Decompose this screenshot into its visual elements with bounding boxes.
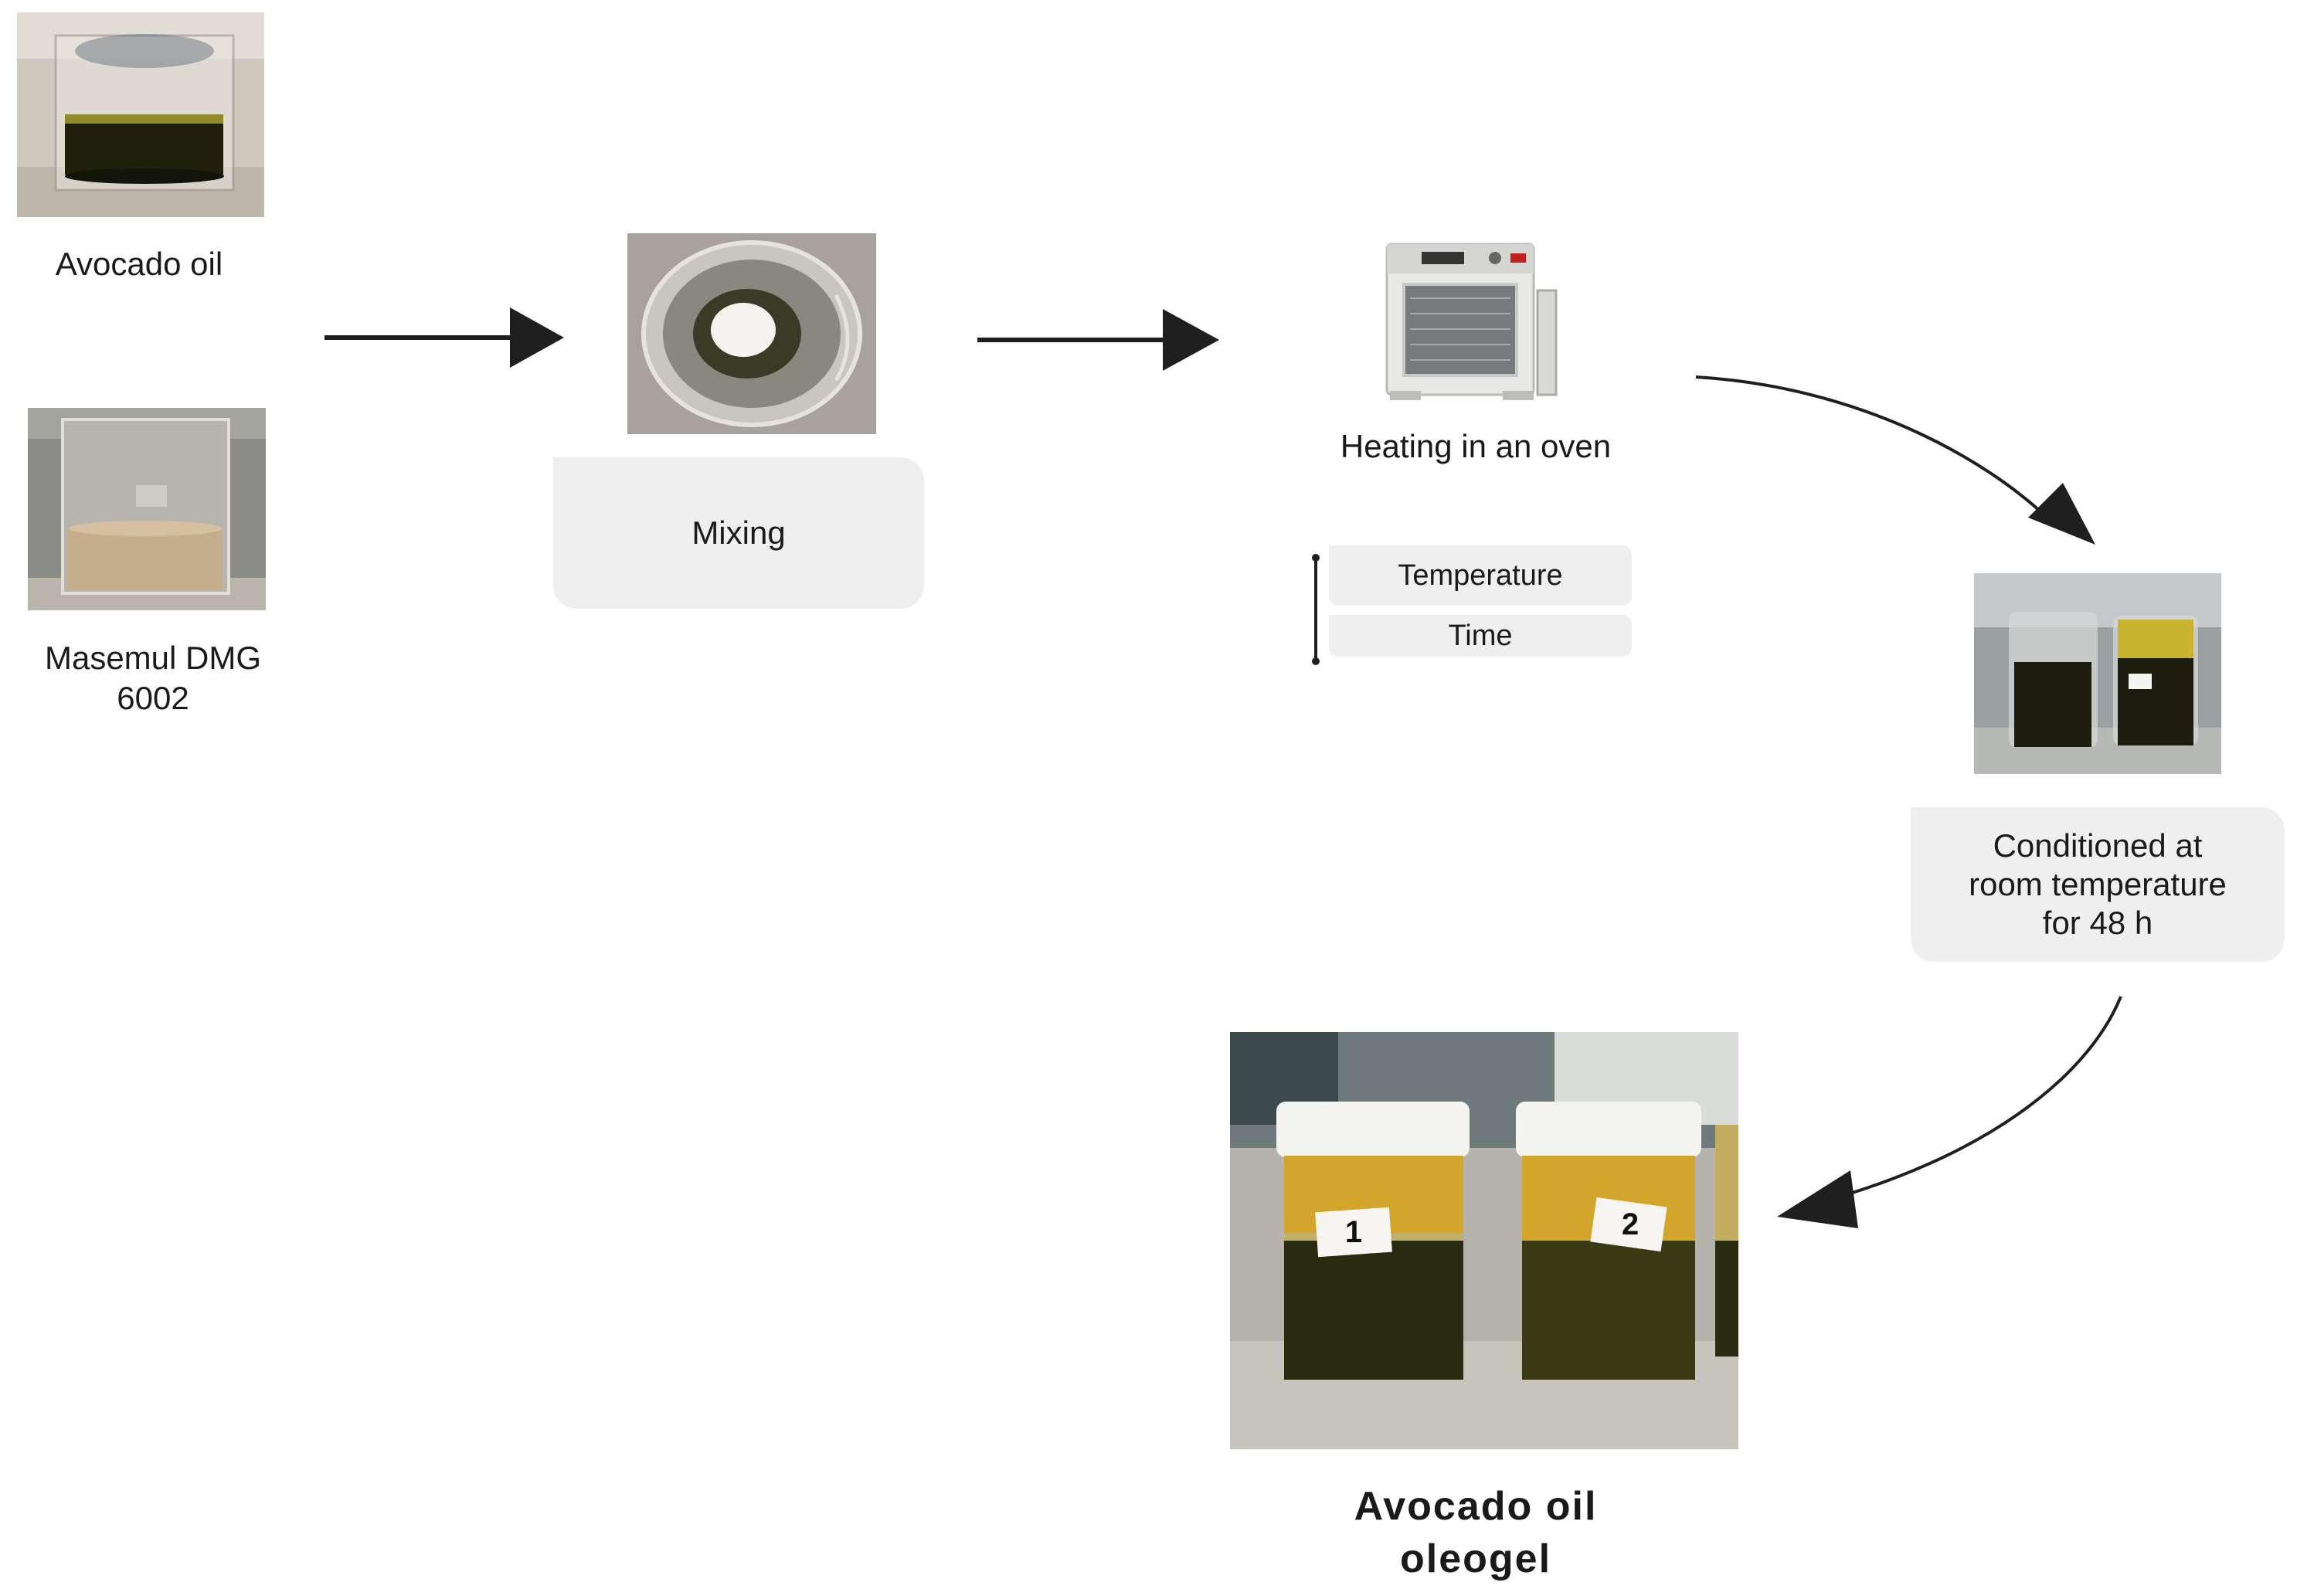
param-temperature: Temperature (1329, 545, 1632, 606)
final-product-title: Avocado oil oleogel (1236, 1480, 1715, 1585)
masemul-label-line1: Masemul DMG (44, 640, 262, 676)
avocado-oil-photo (17, 12, 264, 217)
final-title-line2: oleogel (1399, 1537, 1552, 1581)
conditioning-line3: for 48 h (2042, 905, 2153, 941)
masemul-label: Masemul DMG 6002 (0, 638, 306, 718)
arrow-conditioning-to-oleogel (1777, 996, 2122, 1228)
mixing-photo (627, 233, 876, 434)
final-title-line1: Avocado oil (1354, 1484, 1598, 1529)
jar-1-label: 1 (1345, 1215, 1362, 1249)
arrow-mixing-to-oven (977, 309, 1219, 371)
jar-2-label: 2 (1622, 1207, 1639, 1241)
conditioning-line1: Conditioned at (1993, 827, 2203, 864)
masemul-photo (28, 408, 266, 610)
param-time: Time (1329, 615, 1632, 657)
mixing-card: Mixing (553, 457, 924, 609)
parameter-bracket (1312, 554, 1320, 665)
arrow-inputs-to-mixing (325, 307, 564, 368)
conditioning-photo (1974, 573, 2221, 774)
oven-icon (1379, 236, 1580, 406)
conditioning-card: Conditioned at room temperature for 48 h (1911, 807, 2285, 962)
oleogel-photo: 1 2 (1230, 1032, 1738, 1449)
arrow-oven-to-conditioning (1695, 375, 2095, 545)
conditioning-line2: room temperature (1969, 866, 2227, 902)
masemul-label-line2: 6002 (117, 680, 189, 716)
mixing-label: Mixing (691, 514, 786, 551)
oven-label: Heating in an oven (1340, 428, 1612, 464)
avocado-oil-label: Avocado oil (55, 246, 223, 282)
